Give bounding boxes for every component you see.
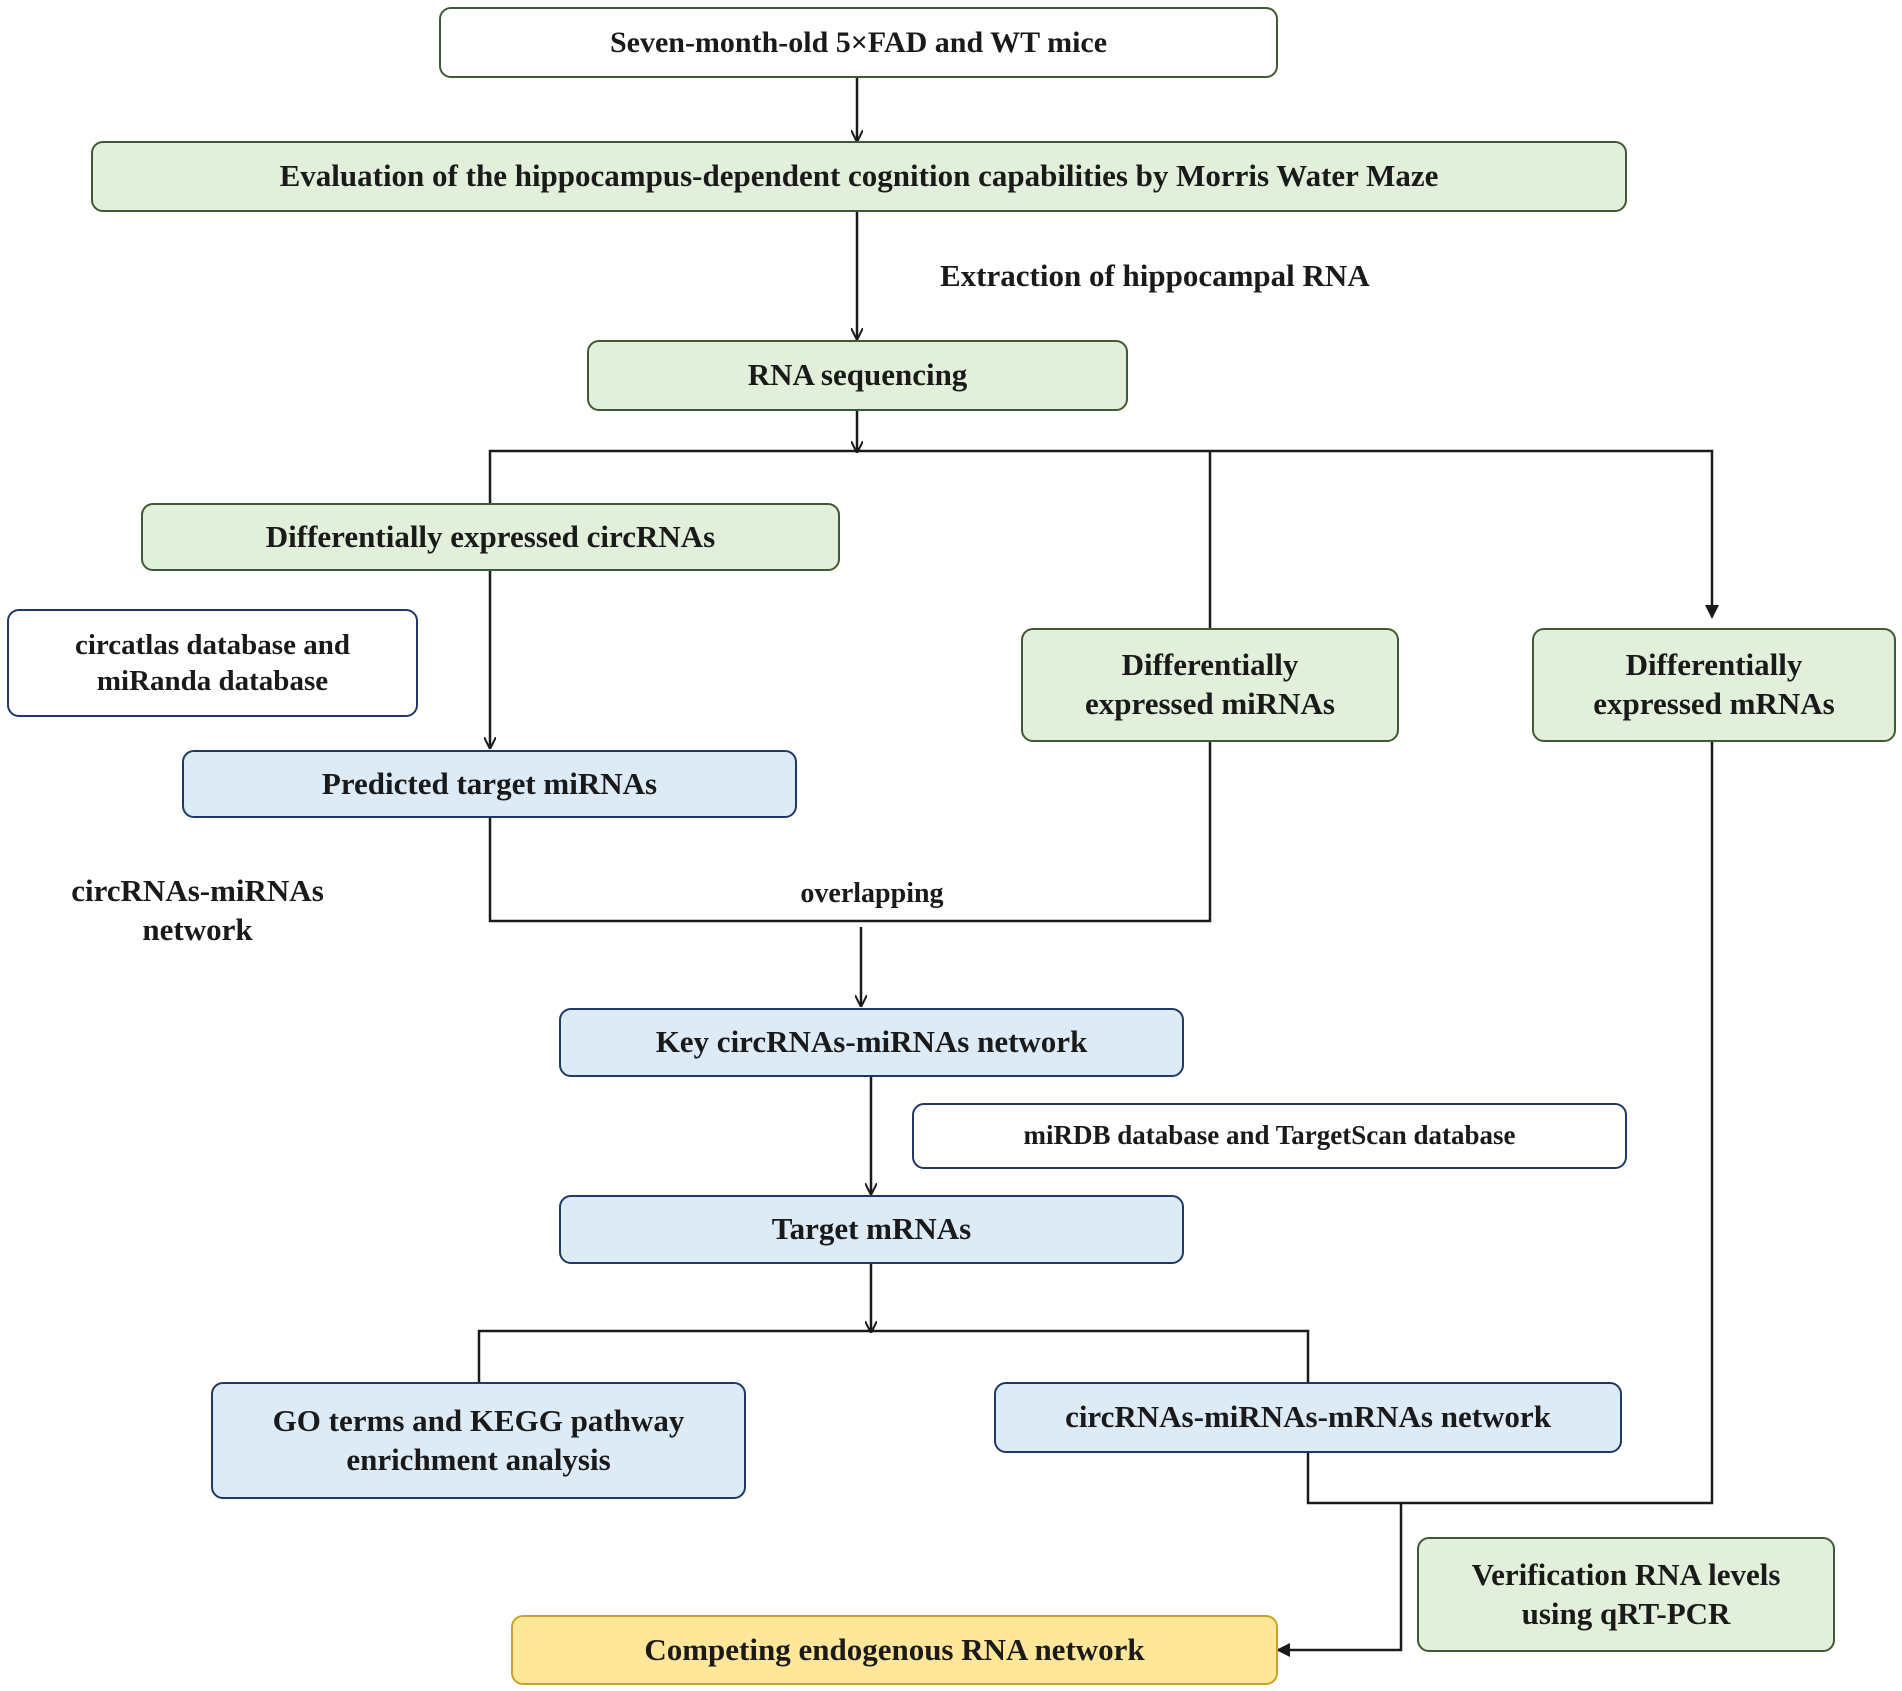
morris-water-maze-node: Evaluation of the hippocampus-dependent … bbox=[91, 141, 1627, 212]
de-mrnas-node: Differentially expressed mRNAs bbox=[1532, 628, 1896, 742]
go-kegg-node: GO terms and KEGG pathway enrichment ana… bbox=[211, 1382, 746, 1499]
de-circrnas-node: Differentially expressed circRNAs bbox=[141, 503, 840, 571]
extraction-label: Extraction of hippocampal RNA bbox=[940, 258, 1370, 293]
key-circrnas-mirnas-network-node: Key circRNAs-miRNAs network bbox=[559, 1008, 1184, 1077]
rna-sequencing-node: RNA sequencing bbox=[587, 340, 1128, 411]
verification-qrt-pcr-node: Verification RNA levels using qRT-PCR bbox=[1417, 1537, 1835, 1652]
de-circrnas-label: Differentially expressed circRNAs bbox=[265, 518, 716, 554]
rna-sequencing-label: RNA sequencing bbox=[747, 357, 968, 393]
circatlas-mirand-db-label: circatlas database and miRanda database bbox=[75, 628, 350, 697]
key-network-label: Key circRNAs-miRNAs network bbox=[655, 1024, 1088, 1060]
competing-endogenous-rna-network-node: Competing endogenous RNA network bbox=[511, 1615, 1278, 1685]
overlap-bracket bbox=[488, 742, 1212, 923]
split-bar-2 bbox=[477, 1329, 1310, 1382]
mirdb-targetscan-db-label: miRDB database and TargetScan database bbox=[1023, 1120, 1516, 1151]
target-mrnas-label: Target mRNAs bbox=[771, 1211, 972, 1247]
competing-endogenous-rna-network-label: Competing endogenous RNA network bbox=[644, 1631, 1145, 1667]
arrow-to-cerna bbox=[1276, 1503, 1403, 1657]
merge-bracket bbox=[1306, 742, 1714, 1505]
overlapping-label: overlapping bbox=[800, 878, 944, 909]
de-mirnas-node: Differentially expressed miRNAs bbox=[1021, 628, 1399, 742]
circatlas-mirand-db-node: circatlas database and miRanda database bbox=[7, 609, 418, 717]
mirdb-targetscan-db-node: miRDB database and TargetScan database bbox=[912, 1103, 1627, 1169]
mice-node-label: Seven-month-old 5×FAD and WT mice bbox=[609, 25, 1108, 59]
predicted-target-mirnas-label: Predicted target miRNAs bbox=[321, 765, 658, 801]
verification-qrt-pcr-label: Verification RNA levels using qRT-PCR bbox=[1471, 1556, 1781, 1631]
target-mrnas-node: Target mRNAs bbox=[559, 1195, 1184, 1264]
go-kegg-label: GO terms and KEGG pathway enrichment ana… bbox=[272, 1402, 685, 1477]
morris-water-maze-label: Evaluation of the hippocampus-dependent … bbox=[279, 158, 1439, 194]
split-bar bbox=[488, 449, 1719, 619]
circrnas-mirnas-mrnas-network-node: circRNAs-miRNAs-mRNAs network bbox=[994, 1382, 1622, 1453]
de-mrnas-label: Differentially expressed mRNAs bbox=[1593, 647, 1835, 721]
de-mirnas-label: Differentially expressed miRNAs bbox=[1085, 647, 1335, 721]
circrnas-mirnas-network-label: circRNAs-miRNAs network bbox=[71, 873, 324, 947]
mice-node: Seven-month-old 5×FAD and WT mice bbox=[439, 7, 1278, 78]
predicted-target-mirnas-node: Predicted target miRNAs bbox=[182, 750, 797, 818]
circrnas-mirnas-mrnas-network-label: circRNAs-miRNAs-mRNAs network bbox=[1065, 1399, 1551, 1435]
